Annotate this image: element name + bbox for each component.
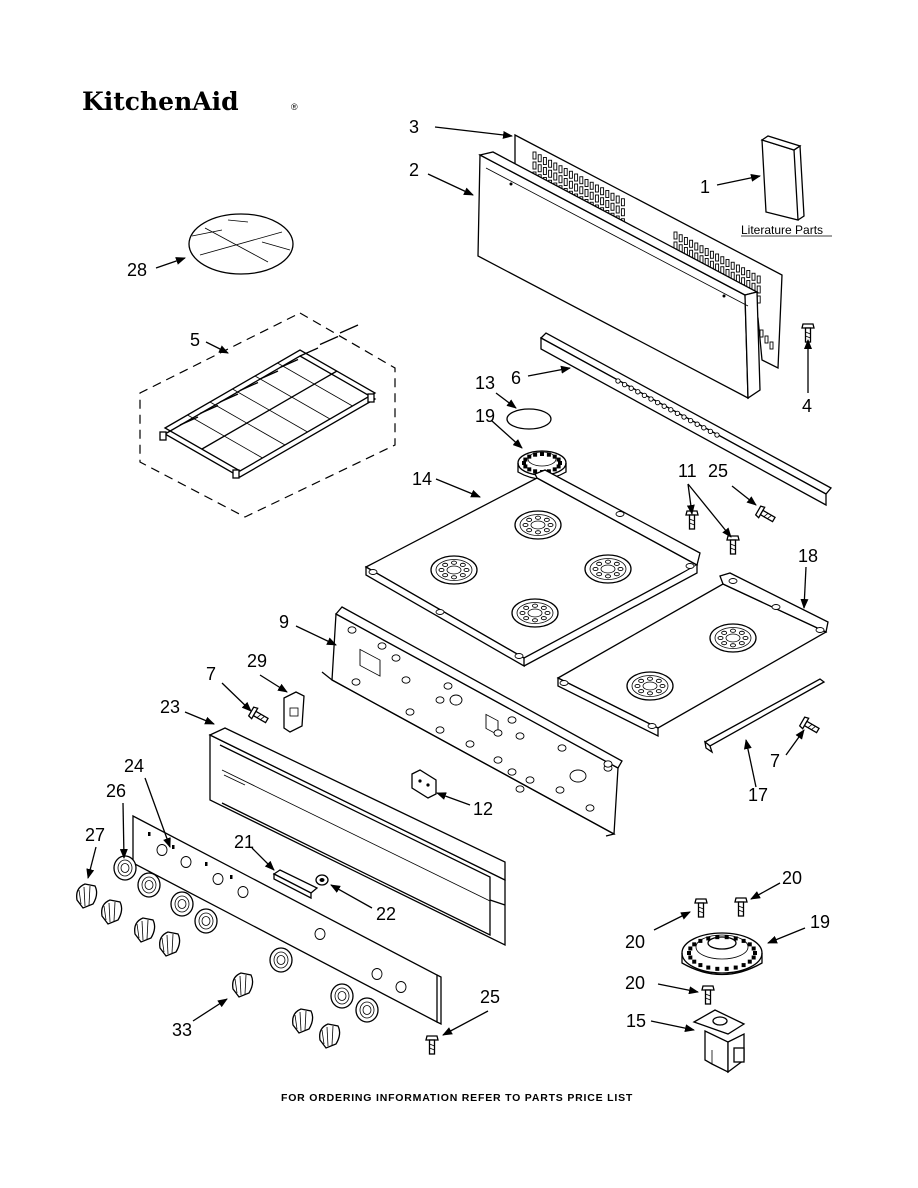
callout-9: 9 <box>279 612 289 632</box>
part-cooktop-left <box>364 469 701 668</box>
part-29-bracket <box>283 691 305 733</box>
part-screws <box>247 323 820 1055</box>
callout-17: 17 <box>748 785 768 805</box>
callout-3: 3 <box>409 117 419 137</box>
callout-2: 2 <box>409 160 419 180</box>
part-21-badge <box>272 869 319 900</box>
callout-7-right: 7 <box>770 751 780 771</box>
part-15-burner-base <box>692 1009 746 1074</box>
part-22-grommet <box>315 874 329 886</box>
callout-1: 1 <box>700 177 710 197</box>
callout-25-top: 25 <box>708 461 728 481</box>
part-grates <box>139 312 396 518</box>
part-cooktop-right <box>556 572 829 738</box>
callout-27: 27 <box>85 825 105 845</box>
part-13-cap <box>506 408 552 430</box>
callout-23: 23 <box>160 697 180 717</box>
literature-parts-label: Literature Parts <box>741 223 823 237</box>
callout-4: 4 <box>802 396 812 416</box>
callout-26: 26 <box>106 781 126 801</box>
part-manifold-panel <box>321 606 623 837</box>
callout-19-bottom: 19 <box>810 912 830 932</box>
callout-12: 12 <box>473 799 493 819</box>
part-knobs <box>76 855 379 1049</box>
callout-25-bottom: 25 <box>480 987 500 1007</box>
part-literature: Literature Parts <box>741 135 832 237</box>
callout-33: 33 <box>172 1020 192 1040</box>
footer-note: FOR ORDERING INFORMATION REFER TO PARTS … <box>281 1092 633 1104</box>
part-28-pad <box>188 213 294 275</box>
callout-18: 18 <box>798 546 818 566</box>
callout-11: 11 <box>678 461 697 481</box>
callout-20-right: 20 <box>782 868 802 888</box>
callout-7-left: 7 <box>206 664 216 684</box>
brand-logo: KitchenAid ® <box>82 87 298 116</box>
part-control-plate <box>132 814 442 1026</box>
part-rail <box>539 332 833 507</box>
brand-name: KitchenAid <box>82 87 239 116</box>
callout-14: 14 <box>412 469 432 489</box>
callout-29: 29 <box>247 651 267 671</box>
callout-13: 13 <box>475 373 495 393</box>
part-backguard <box>477 151 761 400</box>
part-17-trim <box>703 678 826 754</box>
callout-19-top: 19 <box>475 406 495 426</box>
callout-15: 15 <box>626 1011 646 1031</box>
callout-20-lower: 20 <box>625 973 645 993</box>
part-12-plate <box>411 769 437 799</box>
callout-labels: 3 2 1 28 5 4 6 13 19 14 11 25 18 9 29 7 … <box>85 117 830 1040</box>
brand-registered-mark: ® <box>291 102 298 112</box>
callout-22: 22 <box>376 904 396 924</box>
callout-6: 6 <box>511 368 521 388</box>
callout-5: 5 <box>190 330 200 350</box>
callout-24: 24 <box>124 756 144 776</box>
callout-21: 21 <box>234 832 254 852</box>
part-control-frame <box>208 727 506 947</box>
callout-28: 28 <box>127 260 147 280</box>
leader-arrows <box>86 126 812 1036</box>
part-19-burner-large <box>681 932 763 976</box>
callout-20-left: 20 <box>625 932 645 952</box>
